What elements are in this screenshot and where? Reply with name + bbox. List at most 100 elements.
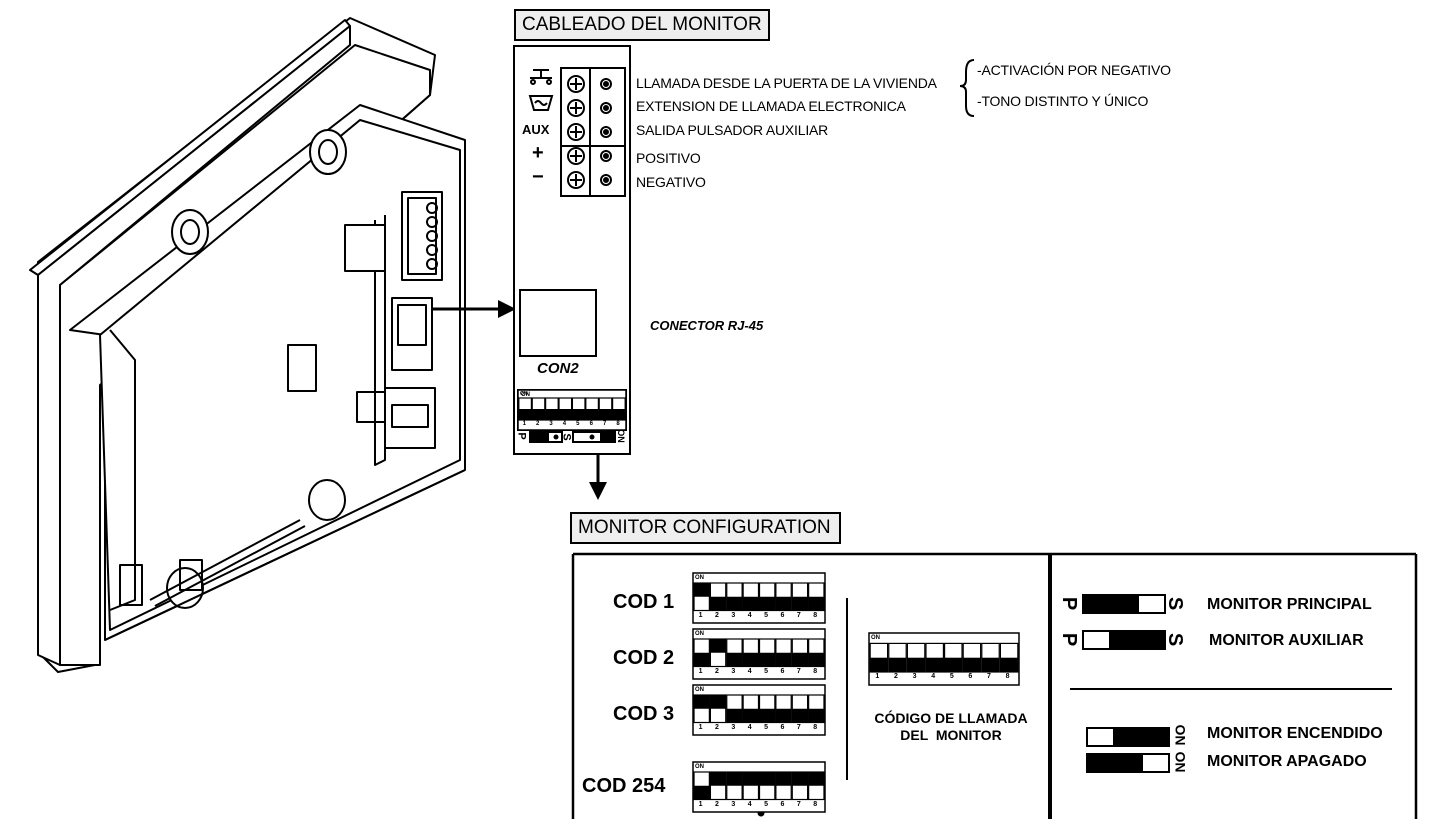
- code-label-1: COD 1: [613, 591, 675, 613]
- code-dip-2-on-label: ON: [695, 631, 704, 637]
- call-code-dip-knob-7: [981, 657, 1000, 672]
- code-dip-4-knob-8: [808, 772, 824, 786]
- code-dip-1-knob-1: [694, 583, 710, 597]
- code-dip-3-number-5: 5: [764, 723, 769, 731]
- code-dip-2-knob-3: [726, 652, 743, 667]
- panel-dip-number-5: 5: [576, 421, 580, 427]
- code-dip-2-number-6: 6: [780, 667, 785, 675]
- panel-on-label: ON: [615, 429, 626, 443]
- panel-on-switch-knob: [600, 433, 614, 441]
- code-dip-2-knob-2: [710, 639, 726, 653]
- panel-plus-label: +: [532, 142, 544, 164]
- call-code-dip-knob-5: [944, 657, 963, 672]
- call-code-dip-number-5: 5: [949, 673, 954, 680]
- power-on-label-1: ON: [1172, 724, 1189, 746]
- code-dip-3-number-1: 1: [698, 723, 703, 731]
- code-dip-1-knob-2: [710, 596, 726, 611]
- code-dip-4-number-1: 1: [698, 800, 703, 808]
- call-code-dip-knob-2: [888, 657, 907, 672]
- call-code-dip-number-2: 2: [894, 673, 898, 680]
- code-dip-4-knob-4: [743, 772, 759, 786]
- code-dip-4-number-4: 4: [747, 800, 752, 808]
- code-dip-1-number-7: 7: [796, 611, 801, 619]
- code-dip-2-number-8: 8: [813, 667, 818, 675]
- monitor-apagado-label: MONITOR APAGADO: [1207, 753, 1367, 770]
- code-dip-2-number-7: 7: [796, 667, 801, 675]
- mode-p-label-2: P: [1058, 632, 1081, 647]
- code-dip-3-knob-1: [694, 695, 710, 709]
- terminal-label-negative: NEGATIVO: [636, 174, 706, 190]
- call-code-dip-number-8: 8: [1005, 673, 1010, 680]
- code-dip-1-number-2: 2: [715, 611, 719, 619]
- panel-dip-knob-5: [572, 409, 585, 420]
- code-dip-switches: [692, 572, 826, 813]
- panel-ps-switch-knob: [531, 433, 549, 441]
- connector-rj45-label: CONECTOR RJ-45: [650, 318, 764, 333]
- call-code-dip-knob-6: [963, 657, 981, 672]
- code-dip-3-on-label: ON: [695, 687, 704, 693]
- code-label-254: COD 254: [582, 775, 666, 797]
- panel-dip-knob-4: [559, 409, 572, 420]
- terminal-label-call-extension: EXTENSION DE LLAMADA ELECTRONICA: [636, 98, 906, 114]
- panel-dip-number-8: 8: [616, 421, 620, 427]
- code-dip-4-number-8: 8: [813, 800, 818, 808]
- panel-dip-on-label: ON: [520, 391, 528, 397]
- code-dip-2-number-4: 4: [747, 667, 752, 675]
- call-code-dip-knob-1: [870, 657, 888, 672]
- code-dip-3-number-4: 4: [747, 723, 752, 731]
- code-dip-2-number-3: 3: [731, 667, 736, 675]
- note-negative-activation: -ACTIVACIÓN POR NEGATIVO: [977, 62, 1171, 78]
- code-dip-3-knob-4: [743, 708, 759, 723]
- con2-label: CON2: [537, 360, 579, 377]
- code-dip-2-knob-7: [792, 652, 808, 667]
- code-dip-4-number-2: 2: [715, 800, 719, 808]
- code-dip-3-knob-3: [726, 708, 743, 723]
- panel-dip-number-4: 4: [562, 421, 567, 427]
- call-code-dip-on-label: ON: [871, 635, 880, 641]
- panel-p-label: P: [515, 432, 528, 440]
- code-dip-2-number-5: 5: [764, 667, 769, 675]
- terminal-label-aux-button: SALIDA PULSADOR AUXILIAR: [636, 122, 829, 138]
- call-code-dip-number-3: 3: [912, 673, 917, 680]
- code-dip-1-knob-5: [759, 596, 775, 611]
- code-dip-2-knob-1: [694, 652, 710, 667]
- code-dip-4-number-7: 7: [796, 800, 801, 808]
- call-code-dip-number-7: 7: [987, 673, 991, 680]
- call-code-label-line1: CÓDIGO DE LLAMADA: [874, 710, 1028, 726]
- terminal-label-door-call: LLAMADA DESDE LA PUERTA DE LA VIVIENDA: [636, 75, 937, 91]
- code-dip-1-number-5: 5: [764, 611, 769, 619]
- mode-s-label-1: S: [1164, 596, 1187, 611]
- panel-dip-number-1: 1: [522, 421, 526, 427]
- code-label-2: COD 2: [613, 647, 675, 669]
- mode-p-label-1: P: [1058, 596, 1081, 611]
- panel-dip-knob-6: [585, 409, 599, 420]
- call-code-dip-number-4: 4: [931, 673, 936, 680]
- code-dip-1-knob-8: [808, 596, 824, 611]
- call-code-dip-number-1: 1: [875, 673, 880, 680]
- code-dip-3-knob-7: [792, 708, 808, 723]
- code-dip-4-number-5: 5: [764, 800, 769, 808]
- call-code-dip-switch: [868, 632, 1020, 686]
- panel-dip-knob-3: [545, 409, 559, 420]
- code-dip-1-knob-6: [775, 596, 792, 611]
- code-dip-4-number-3: 3: [731, 800, 736, 808]
- call-code-dip-knob-4: [925, 657, 944, 672]
- code-dip-1-knob-7: [792, 596, 808, 611]
- code-dip-3-number-7: 7: [796, 723, 801, 731]
- code-dip-1-number-1: 1: [698, 611, 703, 619]
- code-dip-4-knob-1: [694, 785, 710, 800]
- panel-dip-knob-1: [518, 409, 532, 420]
- configuration-title: MONITOR CONFIGURATION: [570, 512, 841, 544]
- code-dip-1-knob-3: [726, 596, 743, 611]
- mode-s-label-2: S: [1164, 632, 1187, 647]
- terminal-label-positive: POSITIVO: [636, 150, 701, 166]
- code-dip-4-knob-5: [759, 772, 775, 786]
- code-dip-1-number-8: 8: [813, 611, 818, 619]
- panel-dip-number-2: 2: [536, 421, 540, 427]
- brace-icon: [959, 59, 975, 117]
- code-dip-3-knob-2: [710, 695, 726, 709]
- code-label-3: COD 3: [613, 703, 675, 725]
- code-dip-4-knob-2: [710, 772, 726, 786]
